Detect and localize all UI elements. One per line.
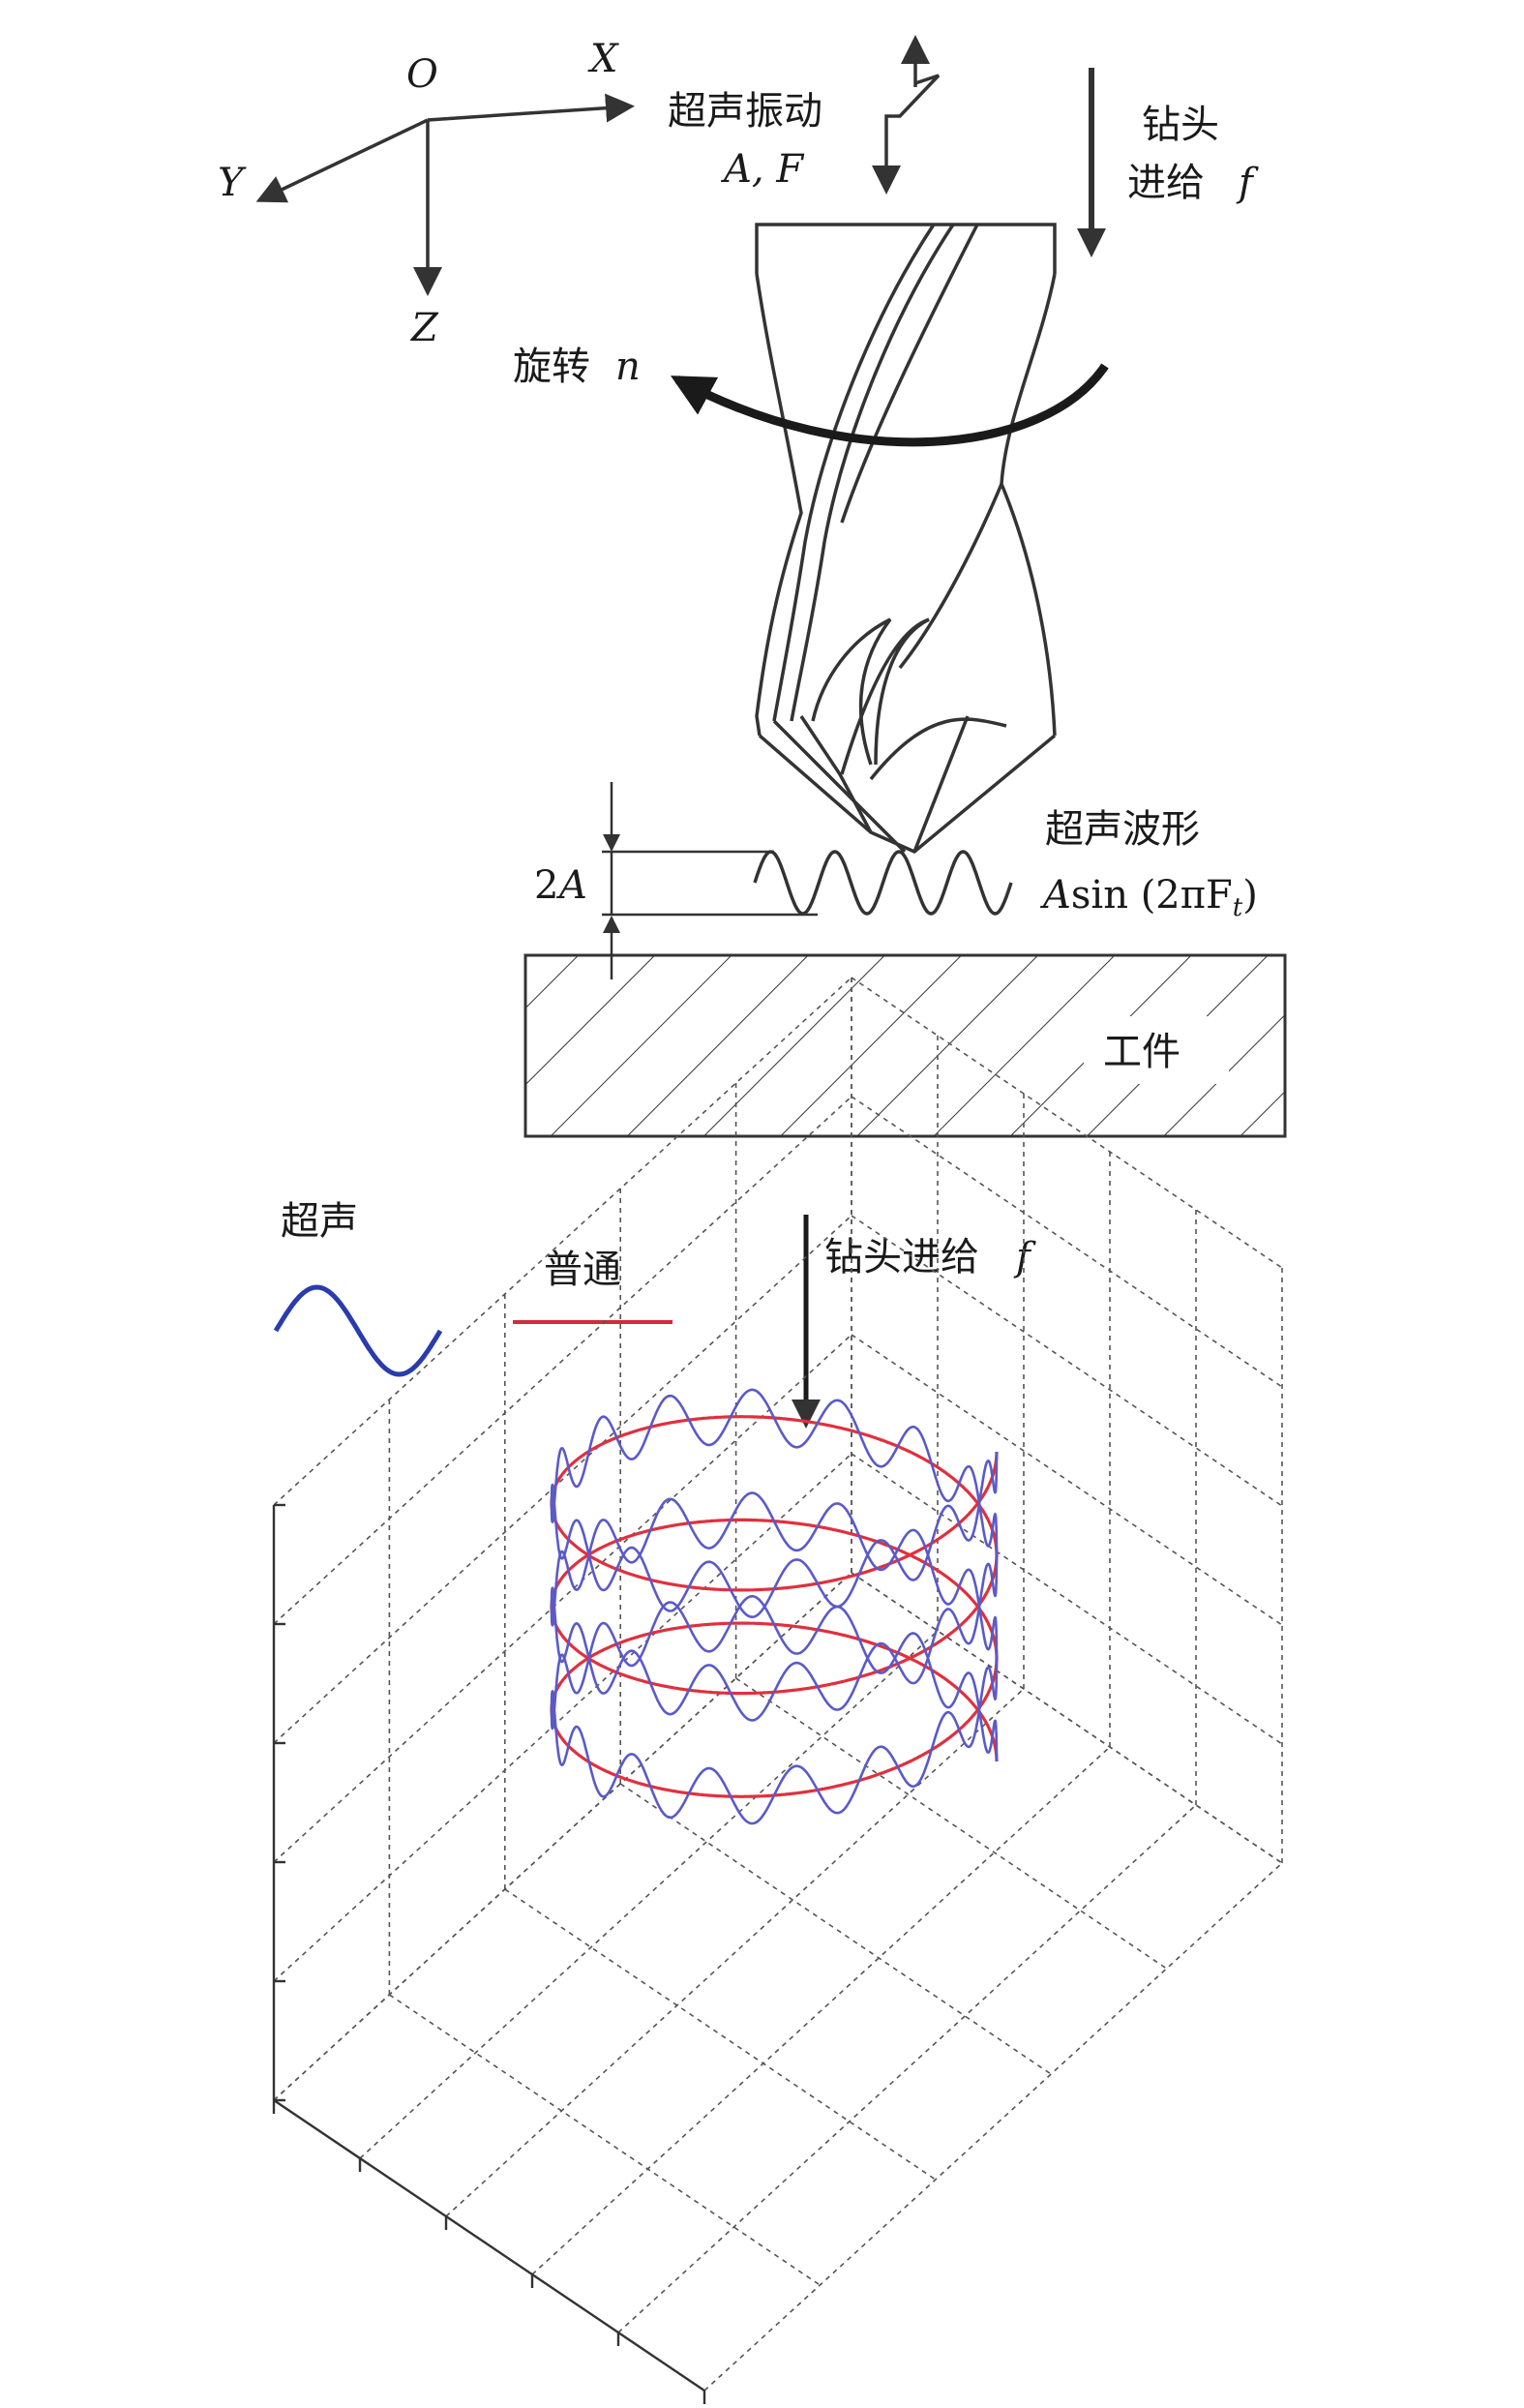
drill-lip-2: [840, 617, 930, 775]
grid-line: [388, 1994, 821, 2286]
drill-body-right: [1000, 273, 1057, 737]
grid-line: [273, 1096, 852, 1625]
rotation-symbol: n: [615, 345, 641, 389]
drill-tip-outline: [758, 734, 1057, 855]
legend-ultrasonic-swatch: [273, 1284, 443, 1377]
grid-line: [273, 977, 852, 1506]
drill-tip-edge-1: [772, 719, 907, 854]
drill-flute-1: [772, 224, 936, 722]
axis-x-label: X: [587, 37, 619, 81]
drill-bit: [755, 223, 1057, 855]
ultrasonic-vibration-params: A, F: [720, 147, 804, 192]
drill-feed-top: 钻头 进给 f: [1077, 68, 1259, 257]
grid-line: [273, 1572, 852, 2101]
ultrasonic-vibration-label: 超声振动: [668, 89, 822, 134]
waveform-group: 2 A 超声波形 Asin (2πFt): [534, 782, 1258, 979]
drill-body-left: [755, 273, 803, 737]
waveform-label: 超声波形: [1045, 807, 1200, 852]
legend-ultrasonic-label: 超声: [281, 1199, 358, 1244]
grid-line: [359, 1630, 939, 2159]
grid-line: [273, 1334, 852, 1863]
drill-tip-edge-3: [799, 715, 873, 833]
grid-line: [445, 1688, 1025, 2217]
drill-feed-label: 钻头: [1142, 103, 1219, 147]
workpiece-label: 工件: [1103, 1030, 1180, 1074]
grid-line: [617, 1804, 1197, 2333]
drill-flute-4: [898, 483, 1003, 670]
ultrasonic-waveform: [753, 850, 1013, 916]
grid-line: [273, 1215, 852, 1744]
ultrasonic-trajectory: [550, 1388, 999, 1825]
grid-line: [273, 1453, 852, 1982]
grid-line: [504, 1888, 937, 2181]
drill-lip-3: [869, 717, 1007, 781]
grid-line: [851, 1572, 1283, 1864]
drill-feed-bottom-symbol: f: [1013, 1235, 1036, 1279]
drill-flute-2: [790, 224, 955, 722]
amplitude-symbol: A: [555, 863, 587, 908]
grid-line: [851, 1334, 1283, 1626]
workpiece-label-bg: [1084, 1016, 1229, 1084]
drill-feed-bottom-label: 钻头进给: [824, 1235, 979, 1279]
grid-line: [619, 1783, 1052, 2075]
waveform-formula: Asin (2πFt): [1039, 873, 1258, 922]
axis-y-label: Y: [218, 161, 247, 205]
grid-line: [735, 1677, 1168, 1970]
grid-line: [851, 1215, 1283, 1507]
rotation-arrow: [670, 363, 1109, 447]
axis-origin-label: O: [406, 52, 438, 97]
axis-z-label: Z: [409, 306, 439, 350]
ordinary-trajectory: [550, 1415, 999, 1798]
rotation-label: 旋转: [513, 345, 590, 389]
y-axis-arrow: [255, 118, 429, 203]
legend-ordinary-label: 普通: [544, 1248, 621, 1292]
ultrasonic-vibration: 超声振动 A, F: [668, 35, 941, 195]
x-axis-arrow: [427, 93, 635, 123]
plot-axes: [272, 1503, 706, 2404]
plot-grid: [273, 977, 1283, 2392]
trajectory-3d-plot: [272, 977, 1283, 2404]
drill-feed-bottom: 钻头进给 f: [792, 1215, 1036, 1429]
drill-tip-edge-2: [912, 715, 970, 853]
vibration-arrow-down: [872, 74, 941, 195]
drill-feed-label-2: 进给: [1127, 161, 1205, 205]
drill-feed-symbol: f: [1236, 161, 1259, 205]
trajectory-legend: 超声 普通: [273, 1199, 672, 1377]
drill-flute-3: [840, 224, 979, 524]
x-axis-line: [273, 2099, 705, 2392]
workpiece: 工件: [523, 953, 1287, 1138]
grid-line: [531, 1746, 1111, 2275]
drill-shank: [755, 223, 1057, 274]
amplitude-prefix: 2: [534, 863, 558, 908]
coordinate-axes: O X Y Z: [218, 37, 635, 350]
rotation-indicator: 旋转 n: [513, 345, 1109, 447]
grid-line: [851, 1453, 1283, 1745]
grid-line: [703, 1862, 1283, 2392]
